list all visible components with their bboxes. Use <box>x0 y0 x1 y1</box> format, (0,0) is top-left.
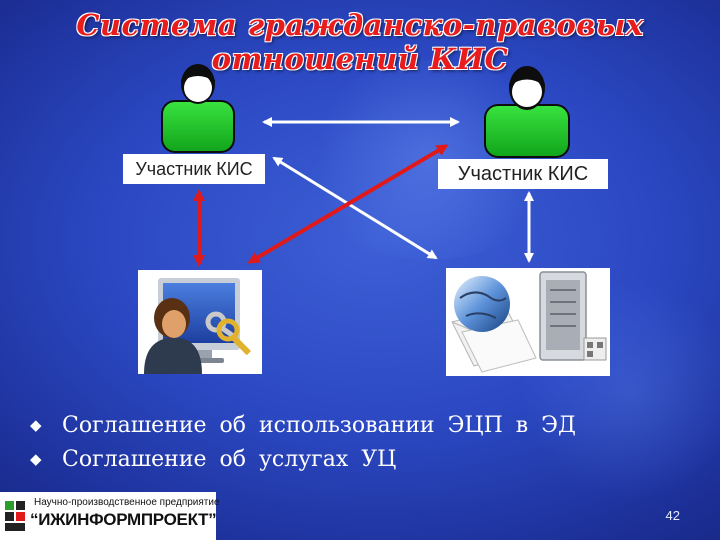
participant-left-label: Участник КИС <box>123 154 265 184</box>
participant-left-person-icon <box>161 64 235 153</box>
certification-authority-tile <box>138 270 262 374</box>
list-item: ◆ Соглашение об услугах УЦ <box>30 442 576 476</box>
bullet-text: Соглашение об услугах УЦ <box>62 447 396 472</box>
page-number: 42 <box>666 508 680 523</box>
footer-org-type: Научно-производственное предприятие <box>34 497 220 508</box>
bullet-list: ◆ Соглашение об использовании ЭЦП в ЭД ◆… <box>30 408 576 476</box>
diamond-bullet-icon: ◆ <box>30 450 52 468</box>
globe-mail-server-icon <box>446 268 610 376</box>
list-item: ◆ Соглашение об использовании ЭЦП в ЭД <box>30 408 576 442</box>
participant-to-server-arrow <box>274 158 436 258</box>
footer-org-name: “ИЖИНФОРМПРОЕКТ” <box>30 510 216 530</box>
participant-right-person-icon <box>484 66 570 158</box>
company-footer: Научно-производственное предприятие “ИЖИ… <box>0 492 216 540</box>
company-logo-icon <box>3 499 27 533</box>
participant-right-label: Участник КИС <box>438 159 608 189</box>
user-with-keys-icon <box>138 270 262 374</box>
mail-server-tile <box>446 268 610 376</box>
diamond-bullet-icon: ◆ <box>30 416 52 434</box>
bullet-text: Соглашение об использовании ЭЦП в ЭД <box>62 413 576 438</box>
